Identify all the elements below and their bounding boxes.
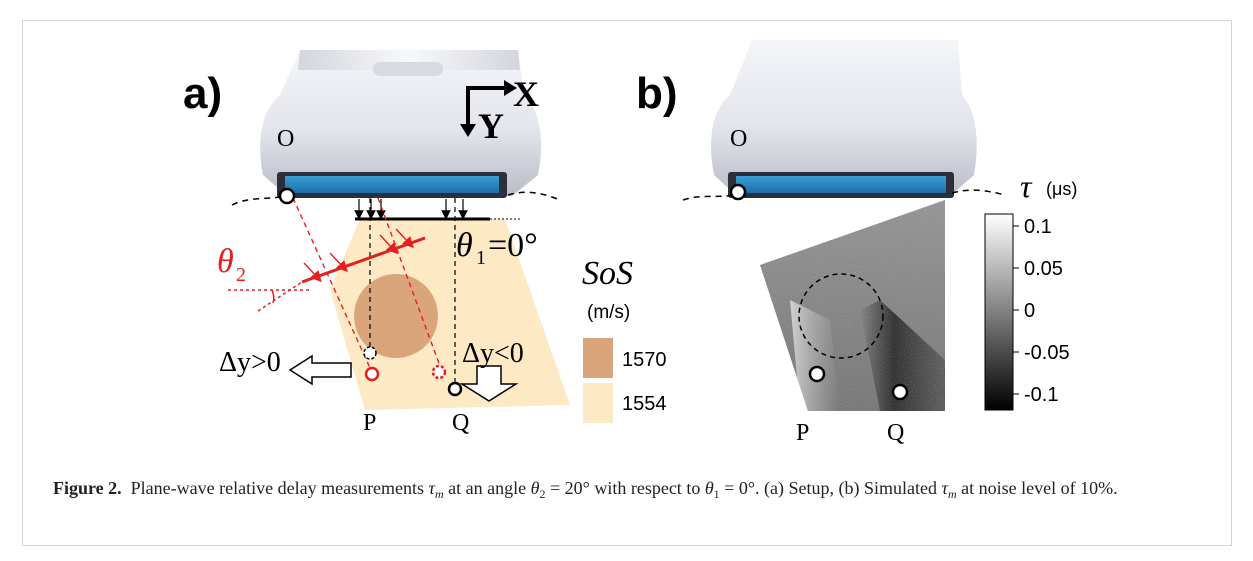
panel-b-label: b) [636,69,678,118]
plane-wave-theta2 [228,197,441,369]
point-o-b [729,183,747,201]
point-q-label-b: Q [887,420,904,446]
colorbar-tick: -0.1 [1024,384,1058,406]
caption-eq1: = 20° [549,478,590,498]
panel-a: X Y a) O θ 1 =0° [183,50,667,436]
caption-tau-sub-2: m [947,487,957,501]
caption-theta2: θ [530,478,540,498]
colorbar: τ (μs) 0.1 0.05 0 -0.05 -0.1 [984,168,1077,411]
theta1-value: =0° [488,227,538,264]
probe-b-icon [710,40,977,198]
colorbar-tick: 0.05 [1024,258,1063,280]
caption-theta1: θ [704,478,714,498]
caption-part4: at noise level of 10%. [961,478,1118,498]
point-p-shifted [364,366,380,382]
dy-positive-arrow-icon [288,354,352,386]
axes-icon [460,80,517,137]
panel-a-label: a) [183,69,222,118]
caption-part1: Plane-wave relative delay measurements [130,478,425,498]
caption-tau-sub: m [435,487,444,501]
panel-b: b) O P Q τ (μs) [636,40,1077,446]
point-o-label-a: O [277,126,294,152]
dy-negative-label: Δy<0 [462,338,524,369]
plane-wave-theta1 [354,198,520,384]
caption-part3: with respect to [594,478,701,498]
caption-part2: at an angle [448,478,527,498]
axis-x-label: X [513,74,539,114]
colorbar-symbol: τ [1020,168,1033,204]
caption-theta2-sub: 2 [539,487,546,501]
dy-positive-label: Δy>0 [219,347,281,378]
caption-theta1-sub: 1 [713,487,720,501]
point-o-a [278,187,296,205]
caption-eq2: = 0°. (a) Setup, (b) Simulated [724,478,937,498]
inclusion-outline [798,273,884,359]
caption-tau: τ [428,478,435,498]
theta1-symbol: θ [456,227,473,264]
legend-swatch-1554 [583,383,613,423]
point-p-reference [363,346,377,360]
point-q-b [891,383,909,401]
colorbar-gradient [984,213,1014,411]
theta2-symbol: θ [217,243,234,280]
figure-caption: Figure 2. Plane-wave relative delay meas… [53,475,1203,504]
delay-map-image [760,200,945,411]
colorbar-tick: 0 [1024,300,1035,322]
theta2-subscript: 2 [236,264,246,286]
point-q-reference [447,381,463,397]
legend-label-1570: 1570 [622,349,667,371]
inclusion-circle [354,274,438,358]
legend-swatch-1570 [583,338,613,378]
point-o-label-b: O [730,126,747,152]
caption-label: Figure 2. [53,478,122,498]
figure-frame [22,20,1232,546]
legend-title: SoS [582,255,633,292]
caption-tau-2: τ [941,478,948,498]
point-p-b [808,365,826,383]
point-q-shifted [431,364,447,380]
point-q-label-a: Q [452,410,469,436]
legend-unit: (m/s) [587,302,630,323]
theta1-subscript: 1 [476,247,486,269]
axis-y-label: Y [478,106,504,146]
colorbar-tick: 0.1 [1024,216,1052,238]
point-p-label-a: P [363,410,376,436]
colorbar-tick: -0.05 [1024,342,1070,364]
medium-region [330,219,570,410]
colorbar-unit: (μs) [1046,179,1077,199]
point-p-label-b: P [796,420,809,446]
dy-negative-arrow-icon [459,365,519,402]
sos-legend: SoS (m/s) 1570 1554 [582,255,667,423]
legend-label-1554: 1554 [622,393,667,415]
